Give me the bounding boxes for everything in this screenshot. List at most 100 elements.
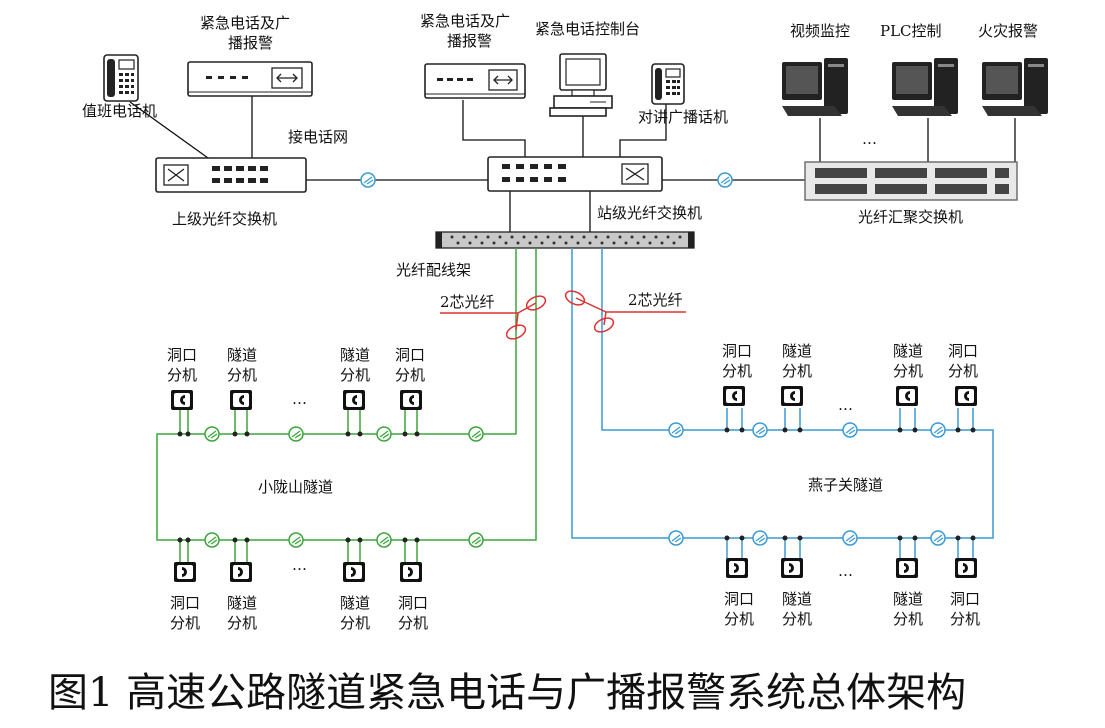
upper-broadcast-label-1: 紧急电话及广 [200,14,290,32]
phone-network-label: 接电话网 [288,128,348,146]
computer-icon [782,58,848,116]
ext-label: 分机 [724,610,754,628]
upper-switch-label: 上级光纤交换机 [172,210,277,228]
telephone-icon [103,54,139,102]
station-switch-label: 站级光纤交换机 [597,204,702,222]
ext-label: 洞口 [398,594,428,612]
ext-label: 分机 [893,610,923,628]
ext-label: 分机 [398,614,428,632]
ext-label: 分机 [893,362,923,380]
ext-label: 分机 [948,362,978,380]
fiber-connector-icon [288,426,304,442]
tunnel-right-label: 燕子关隧道 [808,476,883,494]
odf-icon [435,231,695,249]
station-broadcast-label-1: 紧急电话及广 [420,12,510,30]
odf-label: 光纤配线架 [396,261,471,279]
ext-label: 隧道 [340,594,370,612]
ext-label: 分机 [782,362,812,380]
fiber-right-label: 2芯光纤 [628,291,683,309]
video-label: 视频监控 [790,22,850,40]
ext-ellipsis-lt: … [292,390,307,408]
fire-label: 火灾报警 [978,22,1038,40]
fiber-core-marker-right [564,290,686,333]
fiber-connector-icon [752,422,768,438]
ext-label: 分机 [170,614,200,632]
fiber-connector-icon [668,530,684,546]
extension-phone-icon [343,562,365,582]
extension-phone-icon [781,386,803,406]
ext-label: 洞口 [395,346,425,364]
extension-phone-icon [726,558,748,578]
extension-phone-icon [955,386,977,406]
extension-phone-icon [230,390,252,410]
ext-label: 隧道 [782,590,812,608]
duty-phone-link [129,101,216,164]
fiber-left-label: 2芯光纤 [440,293,495,311]
ext-label: 隧道 [893,342,923,360]
fiber-connector-icon [288,532,304,548]
fiber-connector-icon [668,422,684,438]
extension-phone-icon [896,558,918,578]
telephone-icon [651,63,685,105]
extension-phone-icon [723,386,745,406]
fiber-connector-icon [376,532,392,548]
fiber-connector-icon [930,530,946,546]
ext-label: 分机 [950,610,980,628]
extension-phone-icon [400,562,422,582]
fiber-connector-icon [717,172,733,188]
fiber-connector-icon [468,426,484,442]
ext-label: 隧道 [893,590,923,608]
intercom-label: 对讲广播话机 [638,108,728,126]
ext-label: 洞口 [167,346,197,364]
ext-label: 分机 [227,366,257,384]
ext-label: 分机 [782,610,812,628]
computers-ellipsis: … [862,130,877,148]
fiber-connector-icon [376,426,392,442]
switch-icon [487,156,663,192]
fiber-connector-icon [204,426,220,442]
ext-label: 洞口 [722,342,752,360]
ext-label: 分机 [227,614,257,632]
ext-label: 隧道 [340,346,370,364]
ext-label: 隧道 [227,346,257,364]
extension-phone-icon [171,390,193,410]
fiber-core-marker-left [440,295,547,340]
tunnel-left-label: 小陇山隧道 [258,478,333,496]
station-broadcast-label-2: 播报警 [447,32,492,50]
ext-label: 分机 [167,366,197,384]
computer-icon [892,58,958,116]
fiber-connector-icon [930,422,946,438]
fiber-connector-icon [842,422,858,438]
fiber-connector-icon [360,172,376,188]
extension-phone-icon [343,390,365,410]
intercom-link [619,103,667,157]
extension-phone-icon [781,558,803,578]
junction-dots [177,427,976,543]
upper-broadcast-label-2: 播报警 [228,34,273,52]
ext-label: 隧道 [782,342,812,360]
left-fiber-loop [156,248,537,562]
ext-label: 隧道 [227,594,257,612]
console-label: 紧急电话控制台 [535,20,640,38]
broadcast-alarm-icon [424,63,526,99]
duty-phone-label: 值班电话机 [82,102,157,120]
ext-label: 分机 [722,362,752,380]
figure-caption: 图1 高速公路隧道紧急电话与广播报警系统总体架构 [48,670,966,716]
ext-label: 洞口 [948,342,978,360]
fiber-connector-icon [204,532,220,548]
extension-phone-icon [174,562,196,582]
ext-label: 分机 [340,366,370,384]
ext-label: 洞口 [950,590,980,608]
network-links [129,95,1016,232]
right-fiber-loop [571,248,994,560]
ext-label: 分机 [340,614,370,632]
extension-phone-icon [400,390,422,410]
ext-ellipsis-rt: … [838,396,853,414]
extension-phone-icon [896,386,918,406]
plc-label: PLC控制 [880,22,942,40]
ext-ellipsis-rb: … [838,562,853,580]
fiber-connector-icon [752,530,768,546]
extension-phone-icon [230,562,252,582]
